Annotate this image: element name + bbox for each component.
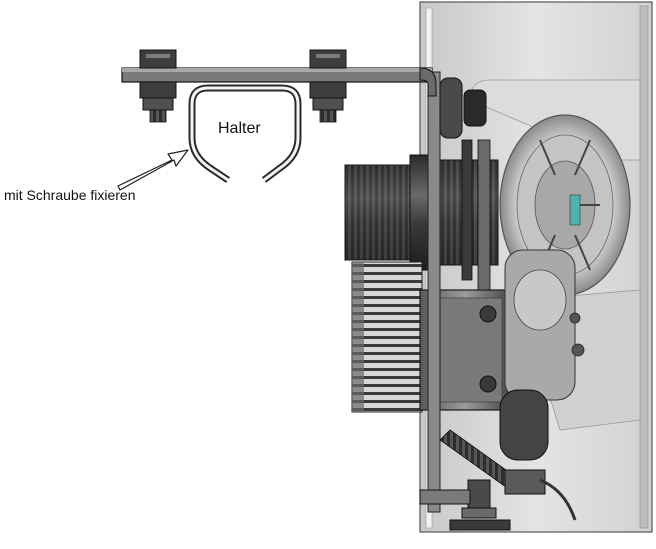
fix-with-screw-label: mit Schraube fixieren (4, 187, 136, 203)
holder-profile (188, 84, 302, 183)
top-bracket-bar (121, 67, 437, 97)
holder-label: Halter (218, 120, 261, 137)
lower-fittings (419, 389, 577, 531)
bolt-left (139, 49, 177, 123)
finned-motor (351, 261, 423, 413)
pointer-arrow (117, 149, 189, 191)
threaded-cylinder (344, 154, 499, 271)
mounting-plate (427, 71, 491, 513)
bolt-right (309, 49, 347, 123)
